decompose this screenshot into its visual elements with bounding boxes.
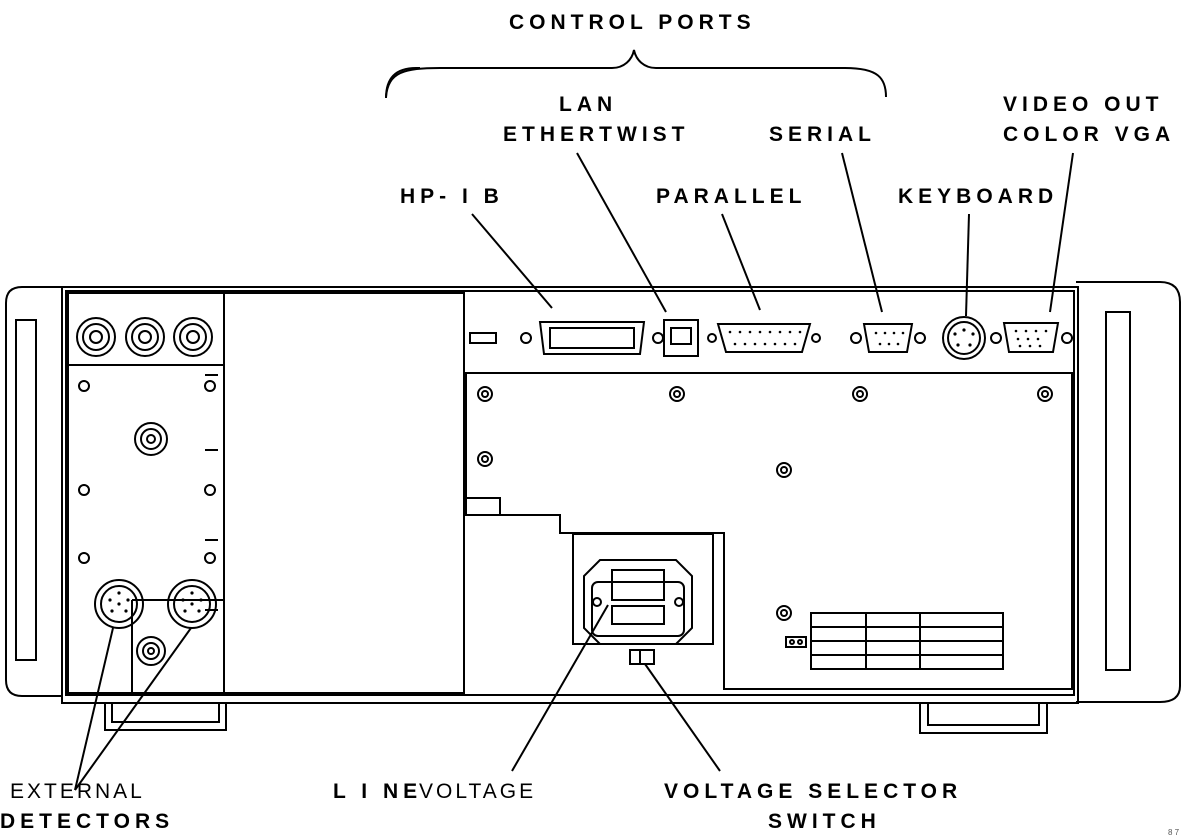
switch-label: SWITCH (768, 810, 881, 833)
line-voltage-leader (511, 604, 609, 772)
hpib-port (538, 321, 646, 355)
serial-port (862, 323, 914, 353)
right-foot (919, 703, 1048, 734)
parallel-port (716, 323, 812, 353)
color-vga-label: COLOR VGA (1003, 123, 1176, 146)
hpib-label: HP- I B (400, 185, 504, 208)
voltage-selector-leader (644, 663, 721, 772)
chassis-inner (65, 290, 1075, 696)
right-handle (1076, 281, 1181, 703)
left-handle-grip (15, 319, 37, 661)
keyboard-label: KEYBOARD (898, 185, 1059, 208)
detectors-leader-a (74, 627, 114, 791)
serial-label: SERIAL (769, 123, 877, 146)
fuse-holder (583, 559, 693, 645)
voltage-label: VOLTAGE (419, 780, 537, 803)
hpib-leader (471, 213, 553, 309)
corner-mark: 8 7 (1168, 828, 1180, 837)
power-inlet (591, 581, 685, 637)
lan-label: LAN (559, 93, 618, 116)
voltage-switch (629, 649, 655, 665)
parallel-leader (721, 213, 761, 311)
external-label: EXTERNAL (10, 780, 145, 803)
detector-connector-a (94, 579, 144, 629)
keyboard-port (942, 316, 986, 360)
detectors-label: DETECTORS (0, 810, 175, 833)
serial-leader (841, 152, 883, 313)
line-label: L I NE (333, 780, 423, 803)
keyboard-leader (965, 213, 970, 317)
left-foot (104, 703, 227, 731)
control-ports-brace-curve (385, 49, 887, 98)
lan-leader (576, 152, 667, 313)
main-panel (465, 372, 1073, 690)
parallel-label: PARALLEL (656, 185, 807, 208)
lan-port (663, 319, 699, 357)
right-handle-grip (1105, 311, 1131, 671)
detector-connector-b (167, 579, 217, 629)
video-out-label: VIDEO OUT (1003, 93, 1164, 116)
chassis-outer (61, 286, 1079, 704)
vga-port (1002, 322, 1060, 353)
vga-leader (1049, 152, 1074, 313)
detectors-leader-b (74, 627, 192, 791)
left-handle (5, 286, 62, 697)
ethertwist-label: ETHERTWIST (503, 123, 690, 146)
voltage-selector-label: VOLTAGE SELECTOR (664, 780, 963, 803)
blank-center-panel (223, 292, 465, 694)
control-ports-label: CONTROL PORTS (509, 11, 756, 34)
